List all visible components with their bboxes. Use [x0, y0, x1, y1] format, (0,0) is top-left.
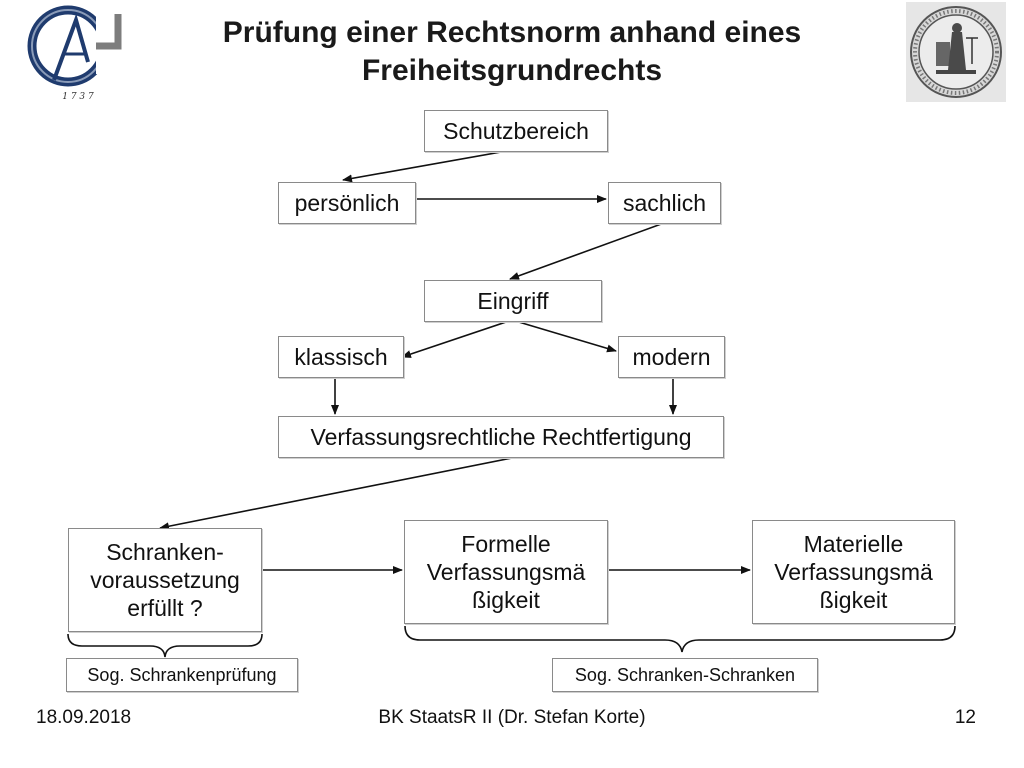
node-modern-label: modern	[632, 344, 711, 370]
arrow-schutzbereich-to-persoenlich	[342, 149, 513, 183]
node-schranken-line-3: erfüllt ?	[127, 595, 203, 621]
node-sachlich: sachlich	[608, 182, 721, 224]
node-schrankenschranken-label: Sog. Schranken-Schranken	[574, 665, 796, 685]
node-materielle-line-2: Verfassungsmä	[774, 559, 933, 585]
node-formelle-verfassungsmaessigkeit: Formelle Verfassungsmä ßigkeit	[404, 520, 608, 624]
arrow-sachlich-to-eingriff	[509, 222, 665, 280]
university-monogram-logo: 1 7 3 7	[18, 2, 128, 102]
brace-schranken-schranken	[404, 625, 956, 653]
node-sachlich-label: sachlich	[622, 190, 707, 216]
node-modern: modern	[618, 336, 725, 378]
node-schrankenpruefung-label: Sog. Schrankenprüfung	[87, 665, 277, 685]
node-materielle-line-3: ßigkeit	[819, 587, 888, 613]
footer-page-number: 12	[954, 707, 976, 728]
node-klassisch: klassisch	[278, 336, 404, 378]
logo-year: 1 7 3 7	[62, 92, 94, 102]
node-klassisch-label: klassisch	[294, 344, 388, 370]
node-schranken-line-2: voraussetzung	[90, 567, 240, 593]
node-schutzbereich-label: Schutzbereich	[443, 118, 589, 144]
brace-schrankenpruefung	[67, 633, 263, 658]
arrow-eingriff-to-klassisch	[401, 319, 513, 358]
node-schranken-line-1: Schranken-	[106, 539, 224, 565]
footer-author: BK StaatsR II (Dr. Stefan Korte)	[378, 707, 646, 728]
node-materielle-line-1: Materielle	[803, 531, 904, 557]
node-persoenlich-label: persönlich	[294, 190, 400, 216]
node-rechtfertigung-label: Verfassungsrechtliche Rechtfertigung	[310, 424, 692, 450]
node-formelle-line-1: Formelle	[461, 531, 551, 557]
node-eingriff: Eingriff	[424, 280, 602, 322]
node-materielle-verfassungsmaessigkeit: Materielle Verfassungsmä ßigkeit	[752, 520, 955, 624]
node-eingriff-label: Eingriff	[477, 288, 549, 314]
footer-date: 18.09.2018	[36, 707, 132, 728]
node-sog-schrankenpruefung: Sog. Schrankenprüfung	[66, 658, 298, 692]
arrow-eingriff-to-modern	[511, 319, 617, 353]
slide-title-line-2: Freiheitsgrundrechts	[361, 54, 663, 87]
arrow-rechtfertigung-to-schranken	[159, 457, 513, 531]
node-sog-schranken-schranken: Sog. Schranken-Schranken	[552, 658, 818, 692]
node-verfassungsrechtliche-rechtfertigung: Verfassungsrechtliche Rechtfertigung	[278, 416, 724, 458]
university-seal	[906, 2, 1006, 102]
node-schutzbereich: Schutzbereich	[424, 110, 608, 152]
node-formelle-line-3: ßigkeit	[472, 587, 540, 613]
node-persoenlich: persönlich	[278, 182, 416, 224]
monogram-icon: 1 7 3 7	[27, 5, 122, 102]
node-schrankenvoraussetzung: Schranken- voraussetzung erfüllt ?	[68, 528, 262, 632]
node-formelle-line-2: Verfassungsmä	[426, 559, 586, 585]
slide-title: Prüfung einer Rechtsnorm anhand eines Fr…	[150, 14, 874, 90]
slide-title-line-1: Prüfung einer Rechtsnorm anhand eines	[222, 16, 802, 49]
seal-icon	[906, 2, 1006, 102]
